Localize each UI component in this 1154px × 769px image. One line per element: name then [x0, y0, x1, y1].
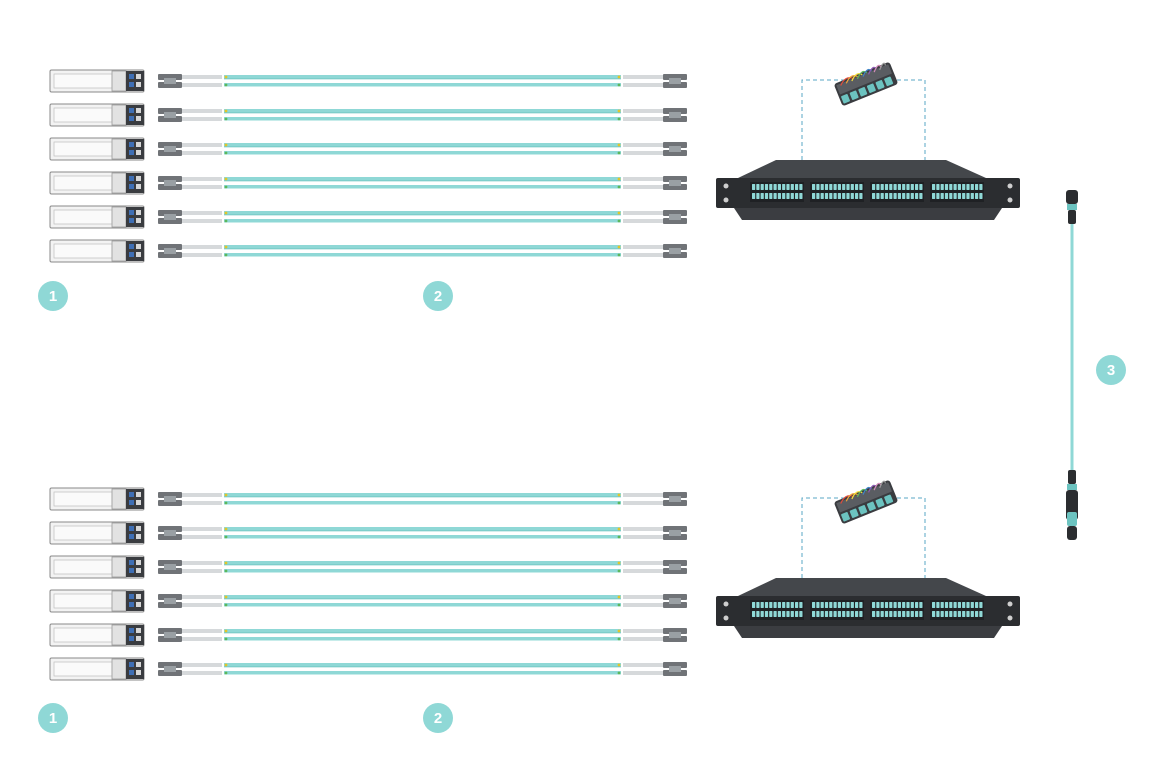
trunk-fiber — [1070, 222, 1074, 472]
mtp-connector-bottom-boot — [1068, 470, 1076, 484]
sfp-transceiver-icon — [49, 657, 145, 681]
badge-transceiver-bottom: 1 — [38, 703, 68, 733]
sfp-transceiver-icon — [49, 555, 145, 579]
sfp-transceiver-icon — [49, 239, 145, 263]
sfp-transceiver-icon — [49, 103, 145, 127]
lc-duplex-patch-cable-icon — [158, 142, 687, 156]
sfp-transceiver-icon — [49, 623, 145, 647]
sfp-transceiver-icon — [49, 521, 145, 545]
lc-duplex-patch-cable-icon — [158, 74, 687, 88]
lc-duplex-patch-cable-icon — [158, 662, 687, 676]
badge-transceiver-top: 1 — [38, 281, 68, 311]
mtp-connector-top-ring — [1067, 204, 1077, 210]
mtp-trunk-cable-icon — [1066, 190, 1078, 540]
fiber-enclosure-icon — [716, 578, 1020, 638]
fiber-enclosure-icon — [716, 160, 1020, 220]
lc-duplex-patch-cable-icon — [158, 560, 687, 574]
lc-duplex-patch-cable-icon — [158, 628, 687, 642]
lc-duplex-patch-cable-icon — [158, 176, 687, 190]
lc-duplex-patch-cable-icon — [158, 108, 687, 122]
sfp-transceiver-icon — [49, 205, 145, 229]
badge-patch-cable-top: 2 — [423, 281, 453, 311]
mtp-cassette-icon — [834, 62, 898, 106]
mtp-connector-bottom-cap — [1067, 526, 1077, 540]
lc-duplex-patch-cable-icon — [158, 492, 687, 506]
mtp-connector-bottom-tip — [1067, 512, 1077, 526]
lc-duplex-patch-cable-icon — [158, 594, 687, 608]
mtp-connector-top-boot — [1068, 210, 1076, 224]
lc-duplex-patch-cable-icon — [158, 210, 687, 224]
sfp-transceiver-icon — [49, 589, 145, 613]
group-top — [49, 62, 1020, 263]
mtp-connector-bottom-ring — [1067, 484, 1077, 490]
lc-duplex-patch-cable-icon — [158, 244, 687, 258]
sfp-transceiver-icon — [49, 171, 145, 195]
sfp-transceiver-icon — [49, 487, 145, 511]
lc-duplex-patch-cable-icon — [158, 526, 687, 540]
sfp-transceiver-icon — [49, 137, 145, 161]
sfp-transceiver-icon — [49, 69, 145, 93]
badge-trunk-cable: 3 — [1096, 355, 1126, 385]
group-bottom — [49, 480, 1020, 681]
badge-patch-cable-bottom: 2 — [423, 703, 453, 733]
mtp-connector-top — [1066, 190, 1078, 204]
mtp-cassette-icon — [834, 480, 898, 524]
